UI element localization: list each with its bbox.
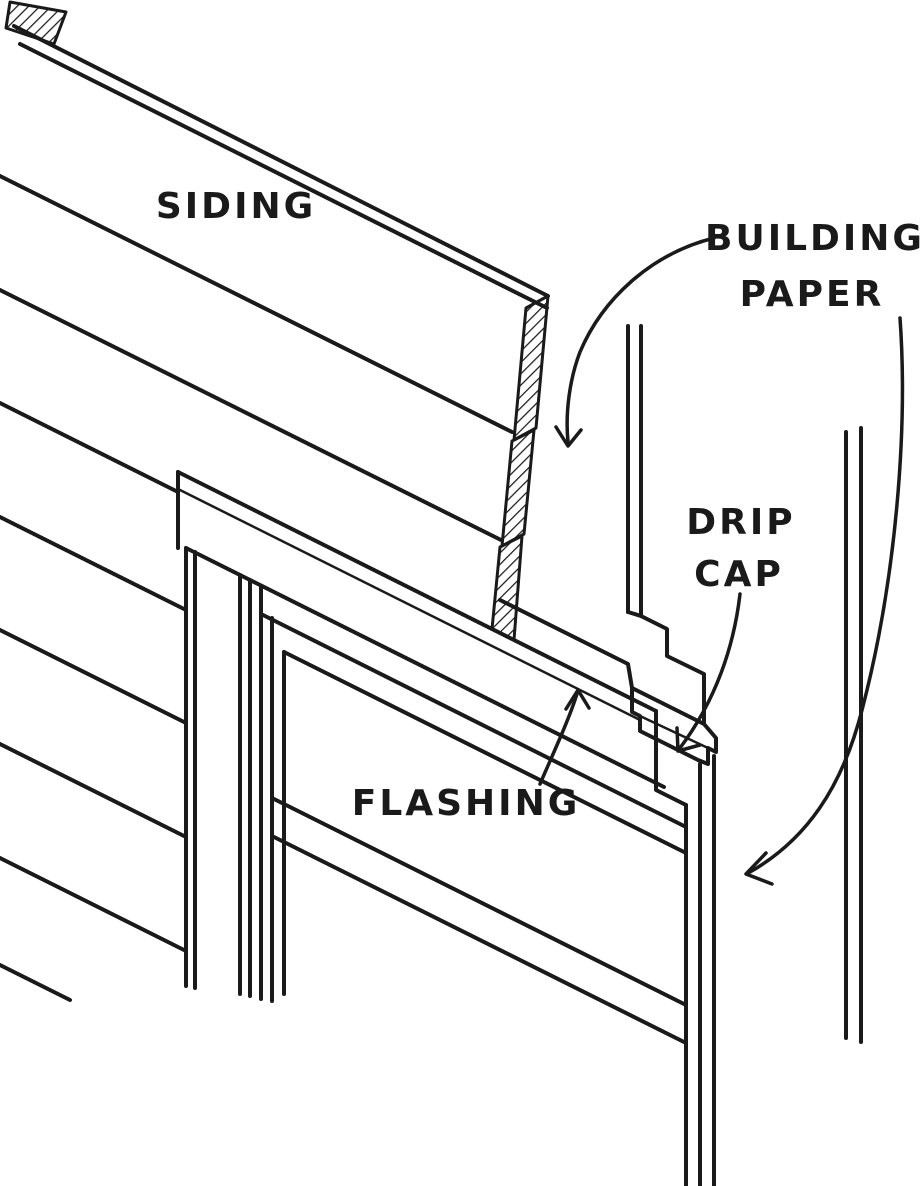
siding-cut-end-board1 <box>512 294 550 442</box>
building-paper-label-line2: PAPER <box>740 274 885 315</box>
drip-cap-label-line1: DRIP <box>686 502 795 543</box>
siding-board-edge <box>0 288 503 542</box>
siding-board-edge <box>0 174 514 434</box>
paper-notch-step <box>626 610 706 724</box>
drip-cap-label-line2: CAP <box>694 554 784 595</box>
flashing-arrow <box>538 692 579 786</box>
siding-boards <box>0 0 550 1002</box>
building-paper-arrow-right <box>748 316 905 874</box>
siding-board-edge <box>0 742 188 839</box>
drip-cap-arrow <box>678 592 742 750</box>
head-casing-cap-line <box>176 487 642 722</box>
building-paper <box>626 324 863 1044</box>
siding-top-edge <box>12 24 550 310</box>
siding-cut-end-board2 <box>500 428 536 548</box>
building-paper-arrowhead-left <box>554 425 583 448</box>
meeting-rail-top <box>270 796 688 1007</box>
flashing-arrowhead <box>564 688 591 711</box>
siding-label: SIDING <box>156 186 316 227</box>
flashing <box>498 598 634 690</box>
head-casing-top-edge <box>176 470 658 713</box>
meeting-rail-bottom <box>270 834 688 1045</box>
drip-cap <box>630 686 718 766</box>
siding-board-edge <box>0 401 180 494</box>
window-frame <box>176 470 716 1186</box>
drip-cap-arrowhead <box>675 726 702 753</box>
siding-board-edge <box>0 515 188 612</box>
building-paper-arrow-left <box>565 236 716 444</box>
flashing-label: FLASHING <box>352 783 581 824</box>
drip-cap-outline <box>630 686 718 766</box>
siding-cut-end-board3 <box>490 534 524 642</box>
building-paper-arrowhead-right <box>744 851 774 886</box>
drip-cap-molding-line <box>638 714 710 750</box>
head-casing-bottom-edge <box>184 546 666 789</box>
flashing-top-edge <box>498 598 634 690</box>
siding-board-edge <box>0 856 188 953</box>
siding-board-edge <box>0 628 188 725</box>
head-jamb-line <box>259 612 688 829</box>
sash-top-rail-bottom <box>282 650 688 855</box>
siding-board-edge <box>0 963 72 1002</box>
annotations: SIDING BUILDING PAPER DRIP CAP FLASHING <box>156 186 924 886</box>
siding-cut-end-top <box>4 0 68 46</box>
building-paper-label-line1: BUILDING <box>705 218 924 259</box>
